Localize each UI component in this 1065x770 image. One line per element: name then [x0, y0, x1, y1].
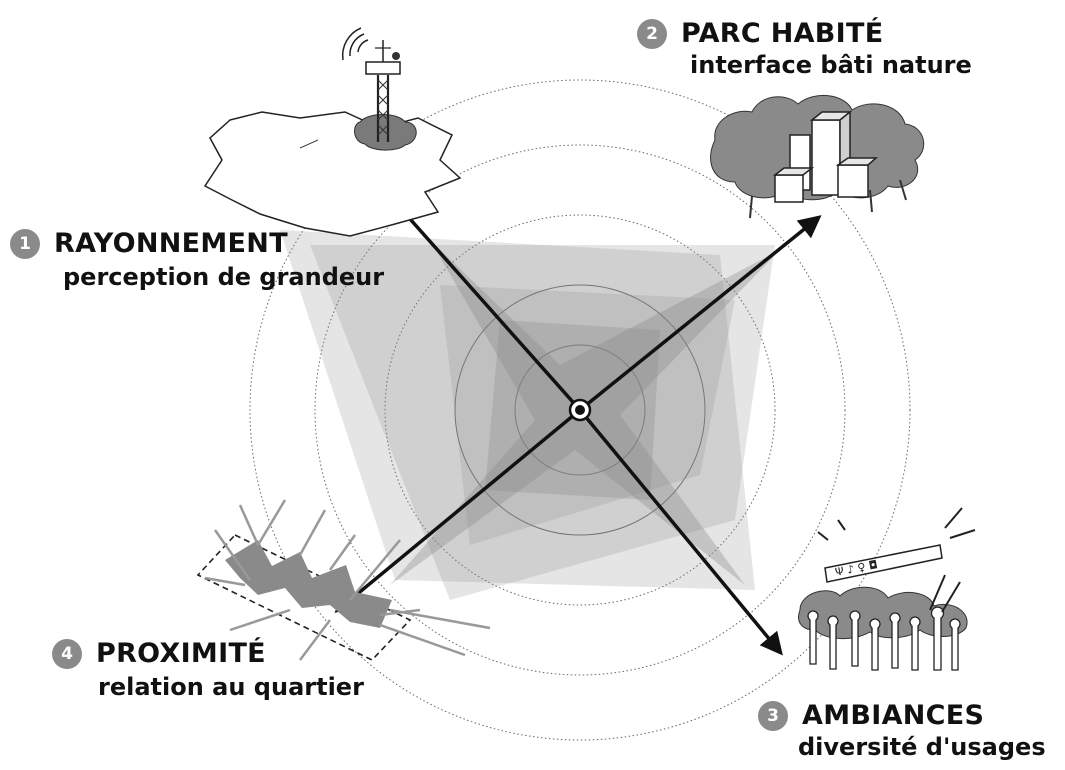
arrow-rayonnement: [374, 179, 582, 412]
axis-label-proximite: 4 PROXIMITÉ relation au quartier: [52, 638, 364, 701]
axis-title: PARC HABITÉ: [681, 18, 884, 49]
crowd-banner-illustration: Ψ ♪ ♀ ◘: [798, 507, 976, 671]
axis-subtitle: diversité d'usages: [798, 733, 1046, 761]
concentric-rings: [249, 79, 911, 741]
arrow-ambiances: [578, 408, 783, 656]
axis-number-badge: 4: [52, 638, 82, 669]
axis-arrows: [334, 179, 822, 656]
axis-title: PROXIMITÉ: [96, 638, 266, 669]
tv-tower-illustration: [203, 27, 462, 237]
axis-label-parc-habite: 2 PARC HABITÉ interface bâti nature: [637, 18, 972, 79]
axis-title: RAYONNEMENT: [54, 228, 288, 259]
axis-label-rayonnement: 1 RAYONNEMENT perception de grandeur: [10, 228, 384, 291]
arrow-proximite: [334, 408, 582, 613]
axis-subtitle: relation au quartier: [98, 673, 364, 701]
neighbourhood-illustration: [196, 499, 491, 661]
axis-number-badge: 1: [10, 228, 40, 259]
axis-title: AMBIANCES: [802, 700, 985, 731]
center-point: [568, 398, 592, 422]
axis-number-badge: 3: [758, 700, 788, 731]
axis-label-ambiances: 3 AMBIANCES diversité d'usages: [758, 700, 1046, 761]
arrow-parc-habite: [578, 215, 822, 412]
axis-subtitle: interface bâti nature: [690, 51, 972, 79]
axis-number-badge: 2: [637, 18, 667, 49]
axis-subtitle: perception de grandeur: [63, 263, 385, 291]
buildings-trees-illustration: [710, 94, 925, 219]
